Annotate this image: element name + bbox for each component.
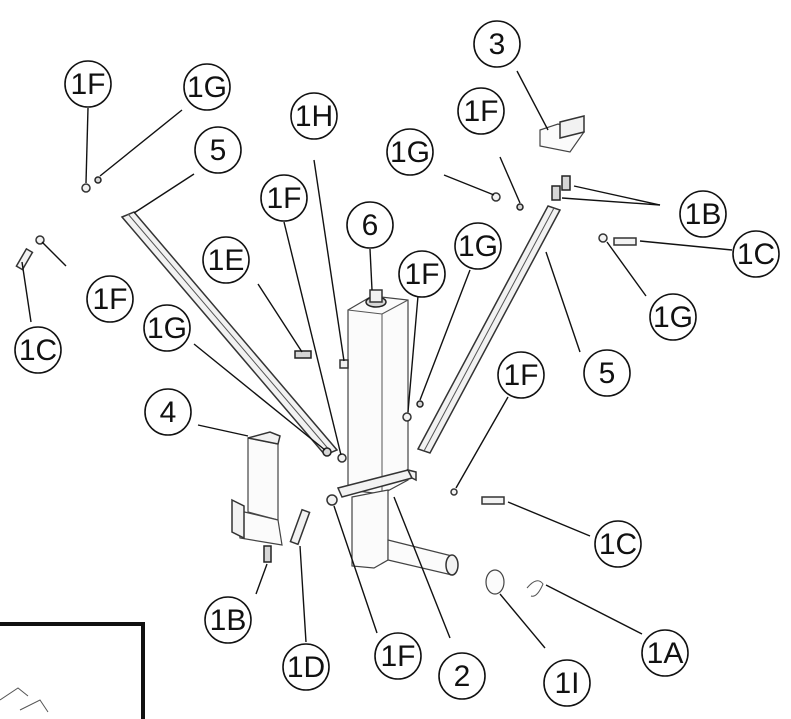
callout-circle — [14, 326, 62, 374]
callout-label: 1F — [380, 640, 415, 673]
rail-right — [416, 205, 562, 454]
callout-label: 1G — [187, 71, 227, 104]
callout-label: 3 — [489, 28, 506, 61]
bracket-3 — [539, 115, 585, 153]
callout-circle — [64, 60, 112, 108]
callout-1a: 1A — [641, 629, 689, 677]
callout-1f: 1F — [457, 87, 505, 135]
callout-2: 2 — [438, 652, 486, 700]
callout-circle — [386, 128, 434, 176]
callout-5: 5 — [194, 126, 242, 174]
callout-1f: 1F — [374, 632, 422, 680]
callout-1b: 1B — [679, 190, 727, 238]
callout-circle — [641, 629, 689, 677]
callout-1i: 1I — [543, 659, 591, 707]
callout-1b: 1B — [204, 596, 252, 644]
callout-circle — [457, 87, 505, 135]
callout-1f: 1F — [497, 351, 545, 399]
callout-1g: 1G — [183, 63, 231, 111]
callout-1g: 1G — [386, 128, 434, 176]
leader-lines — [21, 70, 733, 649]
callout-circle — [183, 63, 231, 111]
hardware — [15, 175, 637, 597]
callout-circle — [290, 92, 338, 140]
callout-label: 1G — [653, 301, 693, 334]
callout-label: 1D — [287, 651, 325, 684]
callout-label: 1G — [390, 136, 430, 169]
callout-bubbles: 1F 1G 5 1H 1F 6 3 1F 1G 1B 1C 1E 1F 1G 1F 1G 1F 1C 1G 5 4 1C 1… — [14, 20, 780, 707]
callout-1g: 1G — [454, 222, 502, 270]
callout-1d: 1D — [282, 643, 330, 691]
callout-1h: 1H — [290, 92, 338, 140]
callout-5: 5 — [583, 349, 631, 397]
callout-circle — [732, 230, 780, 278]
callout-circle — [374, 632, 422, 680]
callout-label: 4 — [160, 396, 177, 429]
callout-label: 1C — [599, 528, 637, 561]
callout-4: 4 — [144, 388, 192, 436]
callout-label: 1I — [554, 667, 579, 700]
callout-1f: 1F — [398, 250, 446, 298]
callout-label: 1B — [685, 198, 722, 231]
callout-label: 2 — [454, 660, 471, 693]
bracket-2 — [336, 468, 417, 569]
callout-label: 1C — [19, 334, 57, 367]
lower-tube — [387, 539, 459, 576]
callout-label: 5 — [210, 134, 227, 167]
callout-circle — [202, 236, 250, 284]
callout-circle — [543, 659, 591, 707]
callout-1f: 1F — [86, 275, 134, 323]
callout-label: 1F — [92, 283, 127, 316]
callout-1g: 1G — [143, 304, 191, 352]
callout-circle — [143, 304, 191, 352]
callout-1c: 1C — [594, 520, 642, 568]
callout-circle — [679, 190, 727, 238]
callout-circle — [260, 174, 308, 222]
callout-circle — [594, 520, 642, 568]
callout-circle — [86, 275, 134, 323]
callout-label: 1C — [737, 238, 775, 271]
detail-inset-frame — [0, 622, 145, 719]
callout-label: 1F — [503, 359, 538, 392]
callout-circle — [144, 388, 192, 436]
callout-circle — [473, 20, 521, 68]
callout-1f: 1F — [260, 174, 308, 222]
callout-label: 1E — [208, 244, 245, 277]
callout-circle — [398, 250, 446, 298]
callout-6: 6 — [346, 201, 394, 249]
callout-label: 6 — [362, 209, 379, 242]
callout-circle — [497, 351, 545, 399]
callout-circle — [649, 293, 697, 341]
callout-circle — [194, 126, 242, 174]
callout-circle — [583, 349, 631, 397]
callout-label: 1F — [404, 258, 439, 291]
bracket-4 — [231, 431, 283, 546]
callout-1c: 1C — [14, 326, 62, 374]
callout-circle — [204, 596, 252, 644]
callout-circle — [282, 643, 330, 691]
callout-1c: 1C — [732, 230, 780, 278]
callout-1g: 1G — [649, 293, 697, 341]
callout-label: 1F — [70, 68, 105, 101]
callout-label: 1F — [463, 95, 498, 128]
callout-label: 1G — [147, 312, 187, 345]
callout-label: 1F — [266, 182, 301, 215]
callout-label: 5 — [599, 357, 616, 390]
callout-3: 3 — [473, 20, 521, 68]
callout-circle — [346, 201, 394, 249]
post-6 — [347, 289, 409, 495]
callout-circle — [438, 652, 486, 700]
callout-label: 1B — [210, 604, 247, 637]
rail-left — [120, 211, 339, 456]
callout-circle — [454, 222, 502, 270]
callout-label: 1H — [295, 100, 333, 133]
callout-label: 1G — [458, 230, 498, 263]
callout-1e: 1E — [202, 236, 250, 284]
callout-1f: 1F — [64, 60, 112, 108]
callout-label: 1A — [647, 637, 684, 670]
